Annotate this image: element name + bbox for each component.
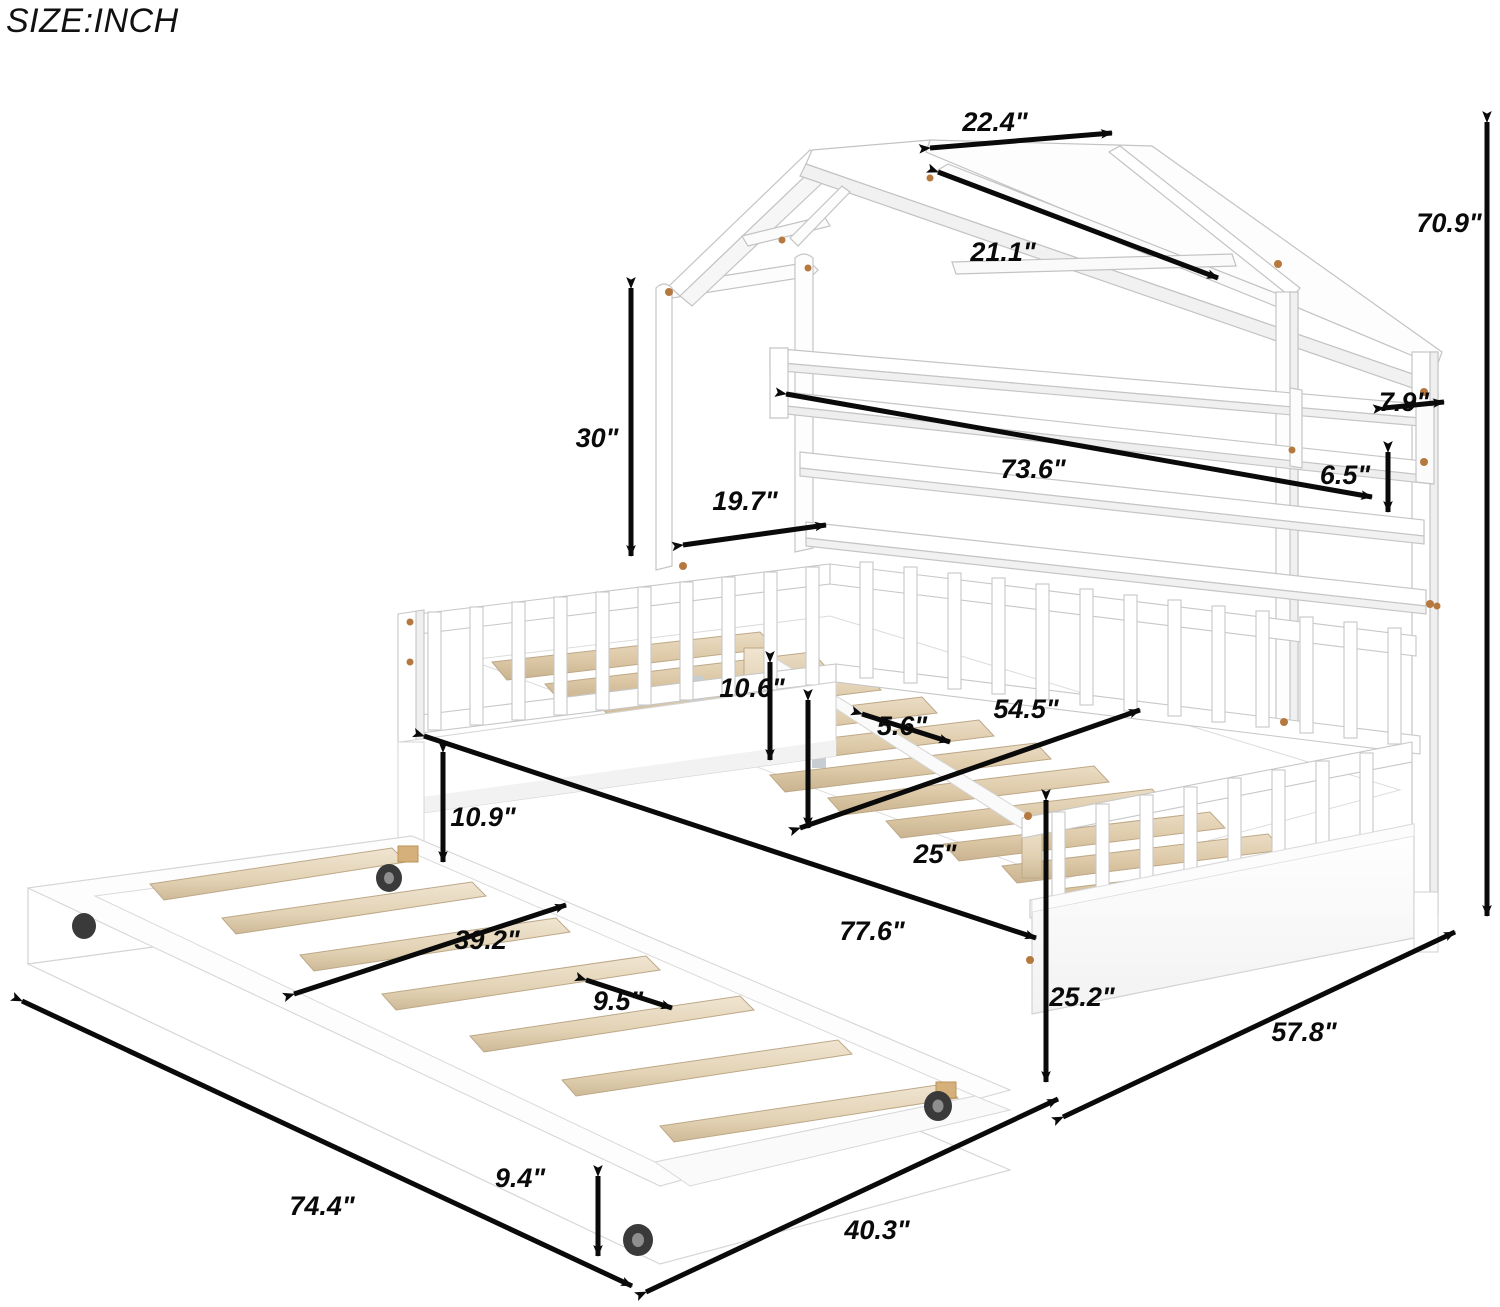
- caster-icon: [632, 1233, 644, 1247]
- trundle-cleat: [397, 845, 419, 863]
- rail-slat: [1343, 621, 1358, 739]
- dimline-shelf-depth: [1372, 398, 1445, 414]
- dimline-roof-slope: [926, 163, 1219, 281]
- dimlabel-footboard-height: 25.2": [1048, 982, 1116, 1012]
- dimlabel-rail-height: 10.6": [719, 673, 786, 703]
- caster-icon: [932, 1099, 944, 1113]
- rail-slat: [679, 581, 694, 701]
- guard-rail-left: [397, 563, 837, 749]
- rail-slat: [637, 586, 652, 706]
- rail-slat: [1123, 594, 1138, 712]
- rail-slat: [1035, 583, 1050, 701]
- dimlabel-bed-length: 77.6": [839, 916, 906, 946]
- dimlabel-platform-height: 25": [913, 839, 958, 869]
- rail-slat: [1079, 588, 1094, 706]
- shelf-mid-bracket: [1289, 387, 1303, 469]
- rail-slat: [1255, 610, 1270, 728]
- dimline-trundle-width: [634, 1096, 1060, 1302]
- dimlabel-trundle-width: 40.3": [843, 1215, 911, 1245]
- rail-slat: [1387, 627, 1402, 745]
- rail-slat: [859, 561, 874, 679]
- caster-icon: [72, 913, 96, 939]
- post-far-left: [655, 283, 673, 571]
- dimlabel-headboard-offset: 19.7": [712, 486, 779, 516]
- rail-slat: [427, 611, 442, 731]
- dimline-bed-length: [412, 727, 1037, 941]
- dimlabel-trundle-slat-span: 39.2": [454, 925, 521, 955]
- dimlabel-shelf-depth: 7.9": [1379, 387, 1431, 417]
- dimlabel-mattress-width: 54.5": [993, 694, 1060, 724]
- dimlabel-trundle-height: 9.4": [495, 1163, 547, 1193]
- rail-slat: [469, 606, 484, 726]
- dimlabel-roof-slope: 21.1": [969, 237, 1037, 267]
- dimlabel-overall-height: 70.9": [1416, 208, 1483, 238]
- dimlabel-bed-depth: 57.8": [1271, 1017, 1338, 1047]
- dimlabel-trundle-clearance: 10.9": [450, 802, 517, 832]
- rail-slat: [991, 577, 1006, 695]
- page-title: SIZE:INCH: [6, 2, 179, 40]
- rail-slat: [553, 596, 568, 716]
- dimline-shelf-length: [774, 387, 1373, 500]
- rail-slat: [947, 572, 962, 690]
- guard-rail-back: [829, 561, 1421, 755]
- dimline-headboard-offset: [671, 521, 827, 552]
- corner-post-left-shade: [415, 609, 425, 745]
- dimlabel-trundle-length: 74.4": [289, 1191, 356, 1221]
- trundle-bed: [25, 835, 1012, 1265]
- dimlabel-shelf-length: 73.6": [1000, 454, 1067, 484]
- rail-slat: [721, 576, 736, 696]
- dimline-trundle-length: [10, 991, 634, 1289]
- dimlabel-post-to-rail: 30": [576, 423, 620, 453]
- rail-slat: [1211, 605, 1226, 723]
- shelf-left-bracket: [769, 347, 789, 419]
- rail-slat: [1299, 616, 1314, 734]
- dimension-labels: 22.4" 21.1" 70.9" 30" 7.9" 6.5" 19.7" 73…: [289, 107, 1483, 1245]
- rail-slat: [1167, 599, 1182, 717]
- dimlabel-shelf-height: 6.5": [1320, 460, 1372, 490]
- rail-slat: [511, 601, 526, 721]
- roof-brace-left-2: [789, 185, 851, 247]
- dimlabel-slat-width: 5.6": [877, 711, 929, 741]
- screw-holes: [406, 174, 1441, 964]
- dimlabel-roof-top-span: 22.4": [961, 107, 1029, 137]
- dimline-trundle-slat-span: [282, 902, 567, 1002]
- rail-slat: [595, 591, 610, 711]
- rail-slat: [805, 566, 820, 686]
- dimline-roof-top-span: [918, 129, 1113, 154]
- caster-icon: [384, 872, 394, 884]
- dimline-bed-depth: [1051, 929, 1457, 1127]
- dimlabel-trundle-slat-gap: 9.5": [593, 986, 645, 1016]
- rail-slat: [903, 566, 918, 684]
- dimension-annotations: [10, 111, 1492, 1302]
